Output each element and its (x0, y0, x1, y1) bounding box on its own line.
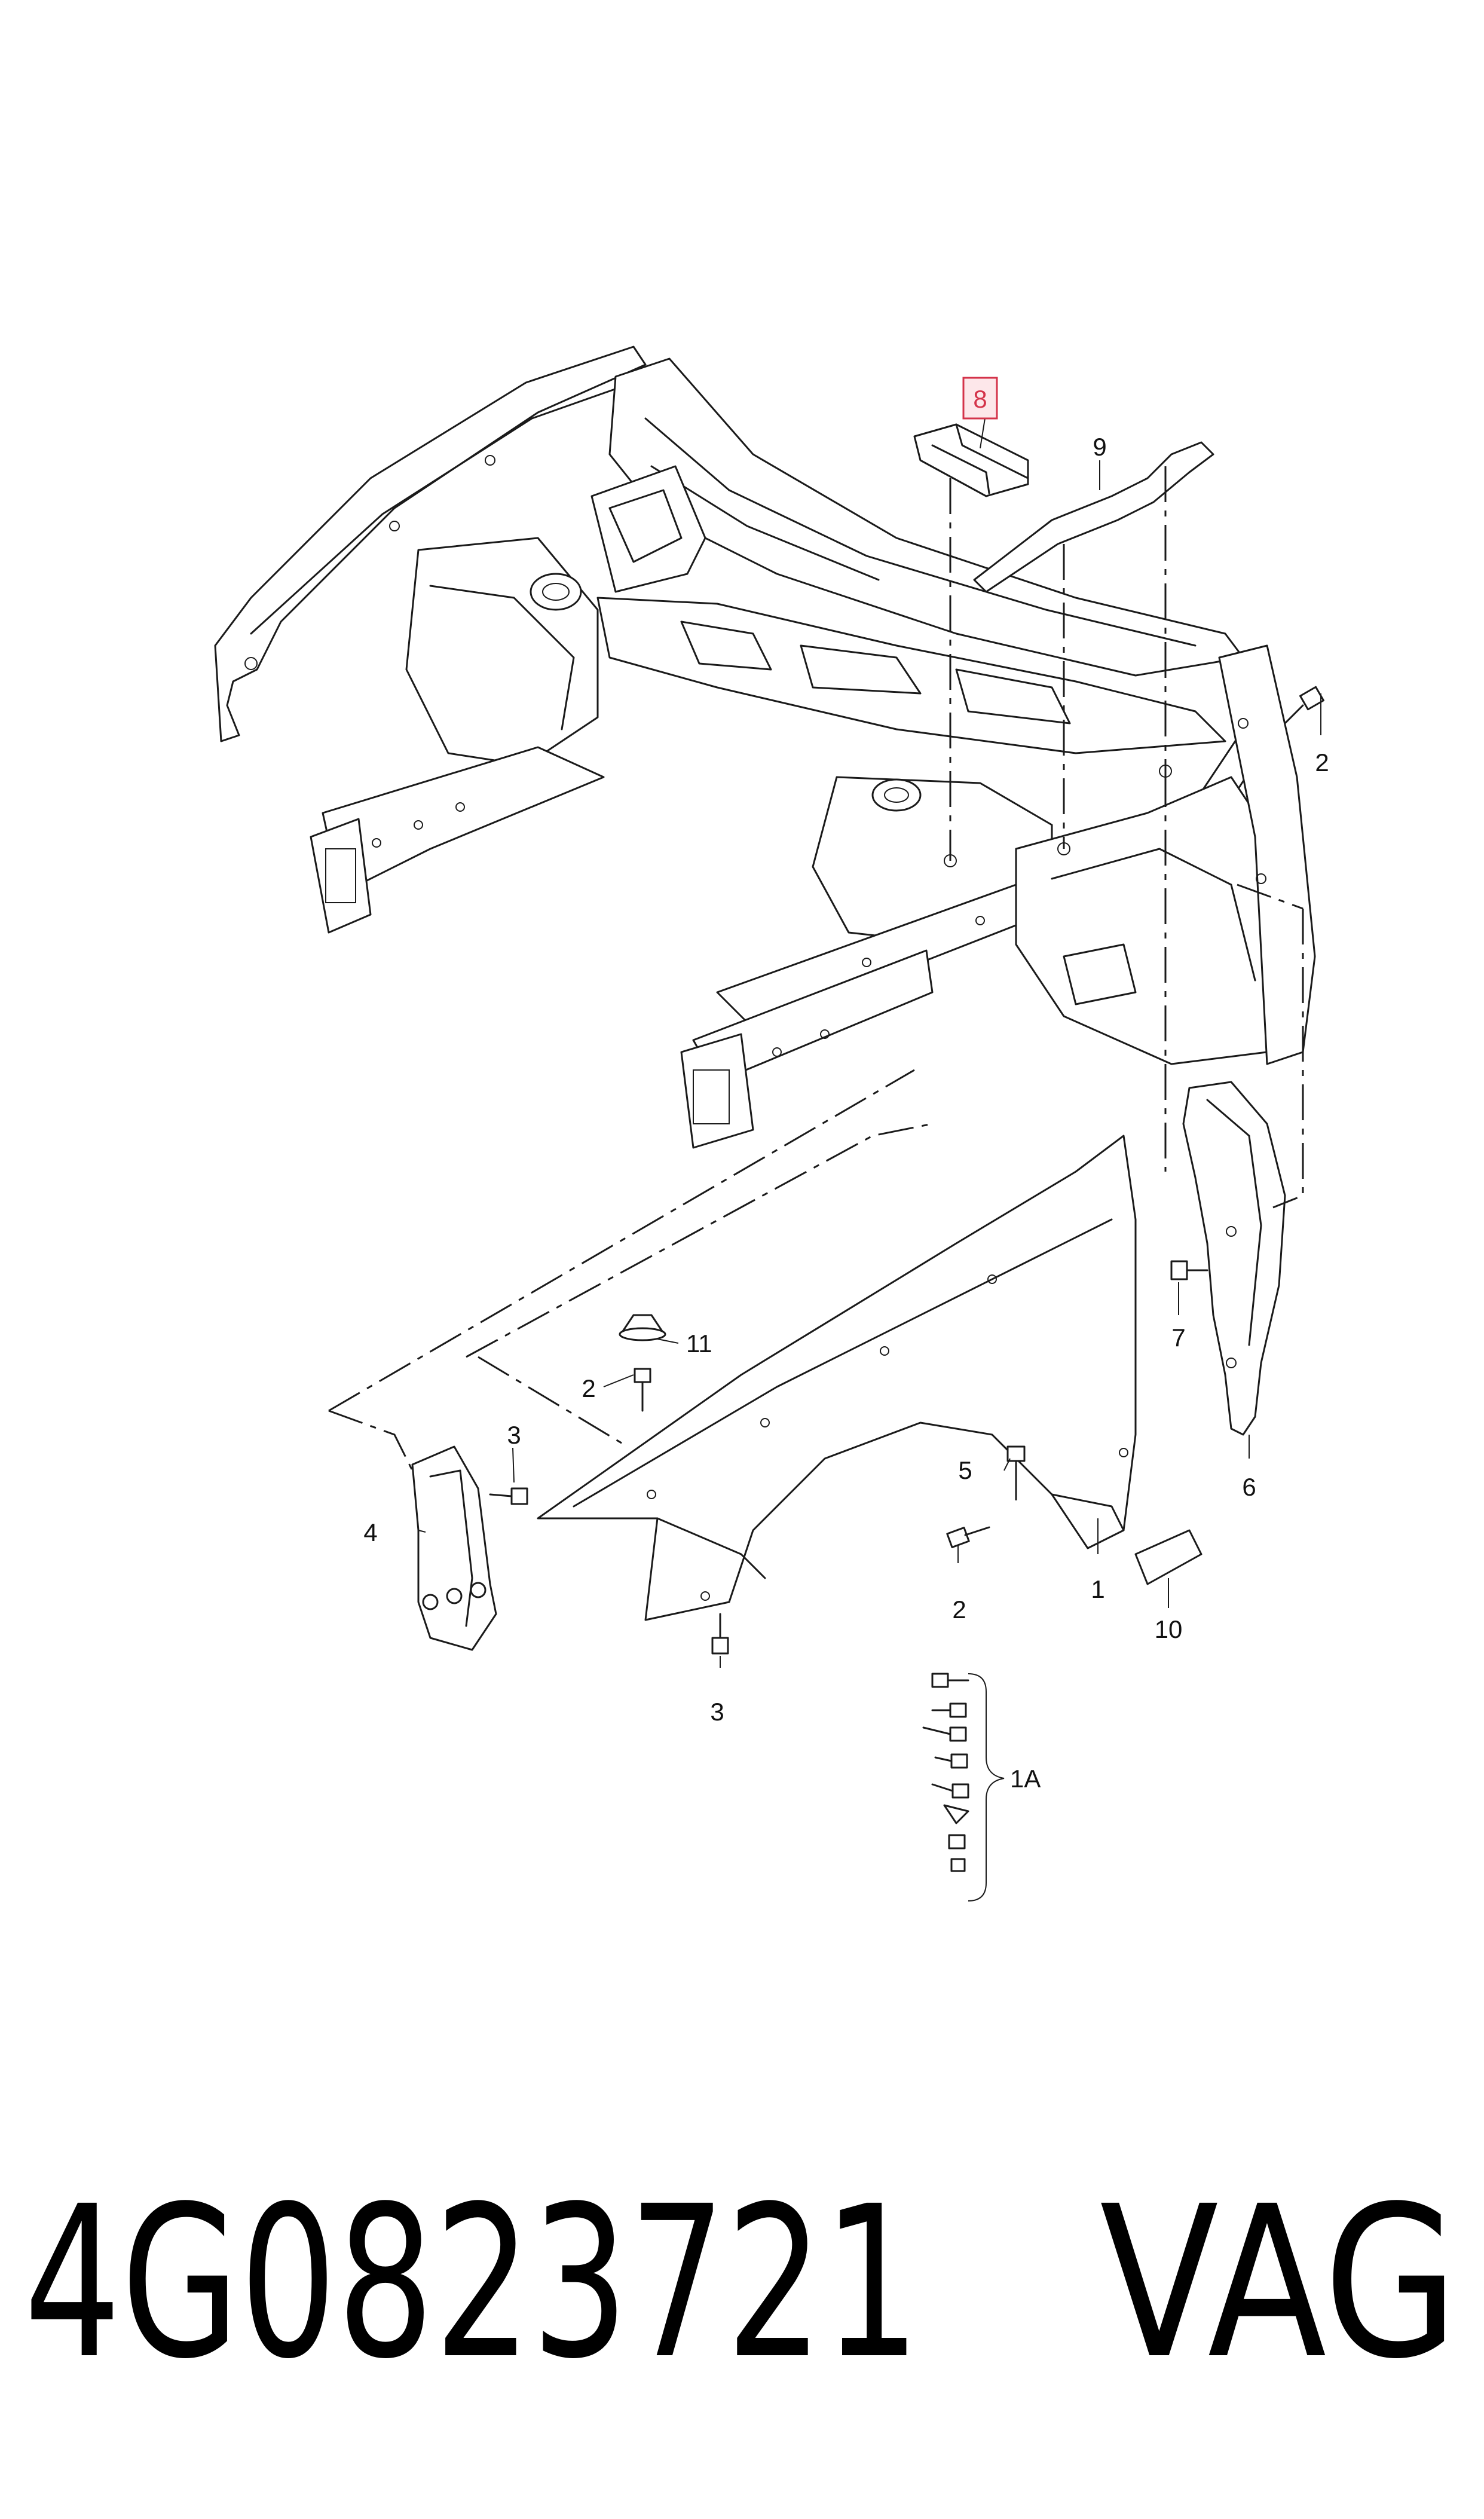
part-8-bracket (913, 423, 1029, 497)
part-6-liner (1182, 1081, 1286, 1436)
part-1-fender (537, 1135, 1137, 1621)
part-9-seal-strip (973, 441, 1214, 593)
callout-8-highlight-box (962, 377, 998, 420)
part-4-bracket (411, 1445, 497, 1651)
part-11-cap (619, 1314, 666, 1341)
callout-10[interactable]: 10 (1155, 1615, 1183, 1643)
callout-8[interactable]: 8 (973, 385, 987, 413)
part-number: 4G0823721 (24, 2161, 920, 2405)
leader-lines (418, 418, 1321, 1902)
screw-2-mid (634, 1368, 651, 1412)
callout-3-upper[interactable]: 3 (507, 1421, 521, 1449)
assembly-lines (328, 466, 1304, 1500)
screw-5 (1006, 1445, 1026, 1490)
bolt-3-upper (489, 1487, 528, 1505)
fasteners (489, 686, 1324, 1872)
callout-6[interactable]: 6 (1242, 1473, 1256, 1501)
callout-5[interactable]: 5 (958, 1456, 972, 1484)
callout-4[interactable]: 4 (363, 1518, 377, 1546)
callout-1[interactable]: 1 (1091, 1575, 1104, 1603)
callout-2-mid[interactable]: 2 (582, 1374, 595, 1402)
callout-7[interactable]: 7 (1171, 1323, 1185, 1352)
bolt-3-lower (711, 1613, 729, 1655)
clip-7 (1170, 1260, 1208, 1280)
fastener-set-1a (922, 1673, 969, 1872)
bolt-2-top (1284, 686, 1324, 724)
callout-2-top[interactable]: 2 (1315, 748, 1329, 777)
callout-2-bottom[interactable]: 2 (952, 1595, 966, 1624)
callout-1a[interactable]: 1A (1010, 1765, 1041, 1793)
callout-labels: 8 9 2 11 2 3 4 5 2 1 10 3 7 6 1A (363, 377, 1329, 1793)
callout-3-lower[interactable]: 3 (710, 1698, 724, 1726)
part-10-cap (1134, 1529, 1203, 1585)
body-structure-drawing (214, 346, 1316, 1149)
callout-11[interactable]: 11 (686, 1329, 712, 1358)
manufacturer-name: VAG (1100, 2161, 1458, 2405)
screw-2-bottom (946, 1526, 990, 1548)
callout-9[interactable]: 9 (1093, 433, 1106, 461)
